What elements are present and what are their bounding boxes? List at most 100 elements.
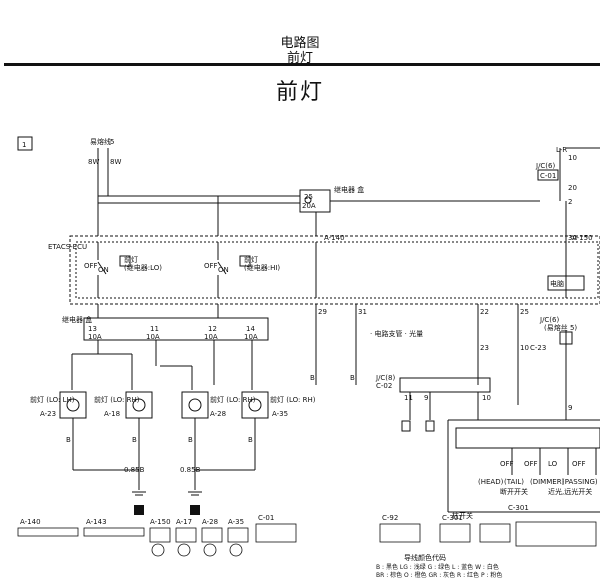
junction-box-label: 继电器 盒	[62, 315, 92, 324]
header-rule	[4, 63, 600, 66]
bottom-conn-2: A-143	[86, 518, 107, 526]
wire-b-3: B	[188, 436, 193, 444]
fuse-rating-2: 10A	[146, 333, 160, 341]
jc-label-a: J/C(6)	[535, 162, 555, 170]
etacs-label: ETACS-ECU	[48, 243, 87, 251]
pin-23: 23	[480, 344, 489, 352]
bottom-conn-1: A-140	[20, 518, 41, 526]
relay-lo-label: 前灯	[124, 255, 138, 264]
ground-wire-b: 0.85B	[180, 466, 201, 474]
wire-b-6: B	[350, 374, 355, 382]
computer-label: 电脑	[550, 279, 564, 288]
right-pin-2: 2	[568, 198, 572, 206]
pin-29: 29	[318, 308, 327, 316]
bottom-conn-9: C-301	[442, 514, 463, 522]
bottom-conn-4: A-17	[176, 518, 192, 526]
fuse-num-2: 11	[150, 325, 159, 333]
pin-25: 25	[520, 308, 529, 316]
switch-lo: LO	[548, 460, 558, 468]
wire-label-8w: 8W	[88, 158, 99, 166]
ground-symbol-1	[134, 505, 144, 515]
fuse-num-3: 12	[208, 325, 217, 333]
color-code-title: 导线颜色代码	[404, 553, 446, 562]
wire-b-5: B	[310, 374, 315, 382]
fuse-num-4: 14	[246, 325, 255, 333]
bottom-conn-8: C-92	[382, 514, 398, 522]
lamp-label-4: 前灯 (LO: RH)	[270, 395, 316, 404]
switch-cn-2: 近光,远光开关	[548, 487, 592, 496]
fuse-rating-4: 10A	[244, 333, 258, 341]
pin-10b: 10	[482, 394, 491, 402]
pin-22: 22	[480, 308, 489, 316]
switch-name-dimmer: (DIMMER)	[530, 478, 565, 486]
pin-31: 31	[358, 308, 367, 316]
relay-fuse-number: 25	[304, 193, 313, 201]
lamp-conn-2: A-18	[104, 410, 120, 418]
fusible-5-label: (易熔丝 5)	[544, 323, 577, 332]
switch-name-tail: (TAIL)	[504, 478, 524, 486]
conn-c02: C-02	[376, 382, 392, 390]
switch-off-2: OFF	[524, 460, 538, 468]
lamp-conn-1: A-23	[40, 410, 56, 418]
color-code-row-2: BR : 棕色 O : 橙色 GR : 灰色 R : 红色 P : 粉色	[376, 571, 502, 579]
fuse-rating-3: 10A	[204, 333, 218, 341]
wire-b-2: B	[132, 436, 137, 444]
wire-b-4: B	[248, 436, 253, 444]
switch-cn-1: 断开开关	[500, 487, 528, 496]
pin-11: 11	[404, 394, 413, 402]
lamp-label-3: 前灯 (LO: RH)	[210, 395, 256, 404]
jc-label-c: J/C(6)	[539, 316, 559, 324]
bottom-conn-6: A-35	[228, 518, 244, 526]
relay-fuse-rating: 20A	[302, 202, 316, 210]
fusible-link-number: 5	[110, 138, 114, 146]
relay-hi-sub: (继电器:HI)	[244, 263, 280, 272]
page-title: 前灯	[275, 80, 324, 105]
right-pin-10: 10	[568, 154, 577, 162]
pin-10: 10	[520, 344, 529, 352]
ground-symbol-2	[190, 505, 200, 515]
fuse-rating-1: 10A	[88, 333, 102, 341]
column-switch-label: 柱开关	[452, 511, 473, 520]
relay-off-label: OFF	[84, 262, 98, 270]
relay-hi-label: 前灯	[244, 255, 258, 264]
bottom-conn-3: A-150	[150, 518, 171, 526]
lamp-conn-3: A-28	[210, 410, 226, 418]
relay-on-label: ON	[98, 266, 109, 274]
lamp-label-1: 前灯 (LO: LH)	[30, 395, 75, 404]
header-line-2: 前灯	[286, 51, 313, 66]
fusible-link-label: 易熔线	[90, 137, 111, 146]
fuse-num-1: 13	[88, 325, 97, 333]
lamp-conn-4: A-35	[272, 410, 288, 418]
lamp-label-2: 前灯 (LO: RH)	[94, 395, 140, 404]
relay-on-label-2: ON	[218, 266, 229, 274]
conn-c23: C-23	[530, 344, 546, 352]
relay-off-label-2: OFF	[204, 262, 218, 270]
switch-off-3: OFF	[572, 460, 586, 468]
switch-off-1: OFF	[500, 460, 514, 468]
ground-id-2: 11	[191, 507, 200, 515]
network-note: · 电路支管 · 光量	[370, 329, 423, 338]
wire-label-8w-b: 8W	[110, 158, 121, 166]
relay-box-label: 继电器 盒	[334, 185, 364, 194]
relay-lo-sub: (继电器:LO)	[124, 263, 162, 272]
frame-number: 1	[22, 141, 26, 149]
switch-name-head: (HEAD)	[478, 478, 504, 486]
conn-c01: C-01	[540, 172, 556, 180]
conn-a140: A-140	[324, 234, 345, 242]
conn-c301: C-301	[508, 504, 529, 512]
jc-label-b: J/C(8)	[375, 374, 395, 382]
ground-id-1: 1	[137, 507, 141, 515]
bottom-conn-5: A-28	[202, 518, 218, 526]
ground-wire-a: 0.85B	[124, 466, 145, 474]
frame-number-box	[17, 136, 33, 151]
color-code-row-1: B : 黑色 LG : 浅绿 G : 绿色 L : 蓝色 W : 白色	[376, 563, 499, 571]
header-line-1: 电路图	[280, 36, 320, 51]
right-lr: L-R	[556, 146, 567, 154]
bottom-conn-7: C-01	[258, 514, 274, 522]
pin-9: 9	[568, 404, 572, 412]
switch-name-passing: (PASSING)	[562, 478, 598, 486]
conn-a150: A-150	[572, 234, 593, 242]
pin-9b: 9	[424, 394, 428, 402]
right-pin-20: 20	[568, 184, 577, 192]
